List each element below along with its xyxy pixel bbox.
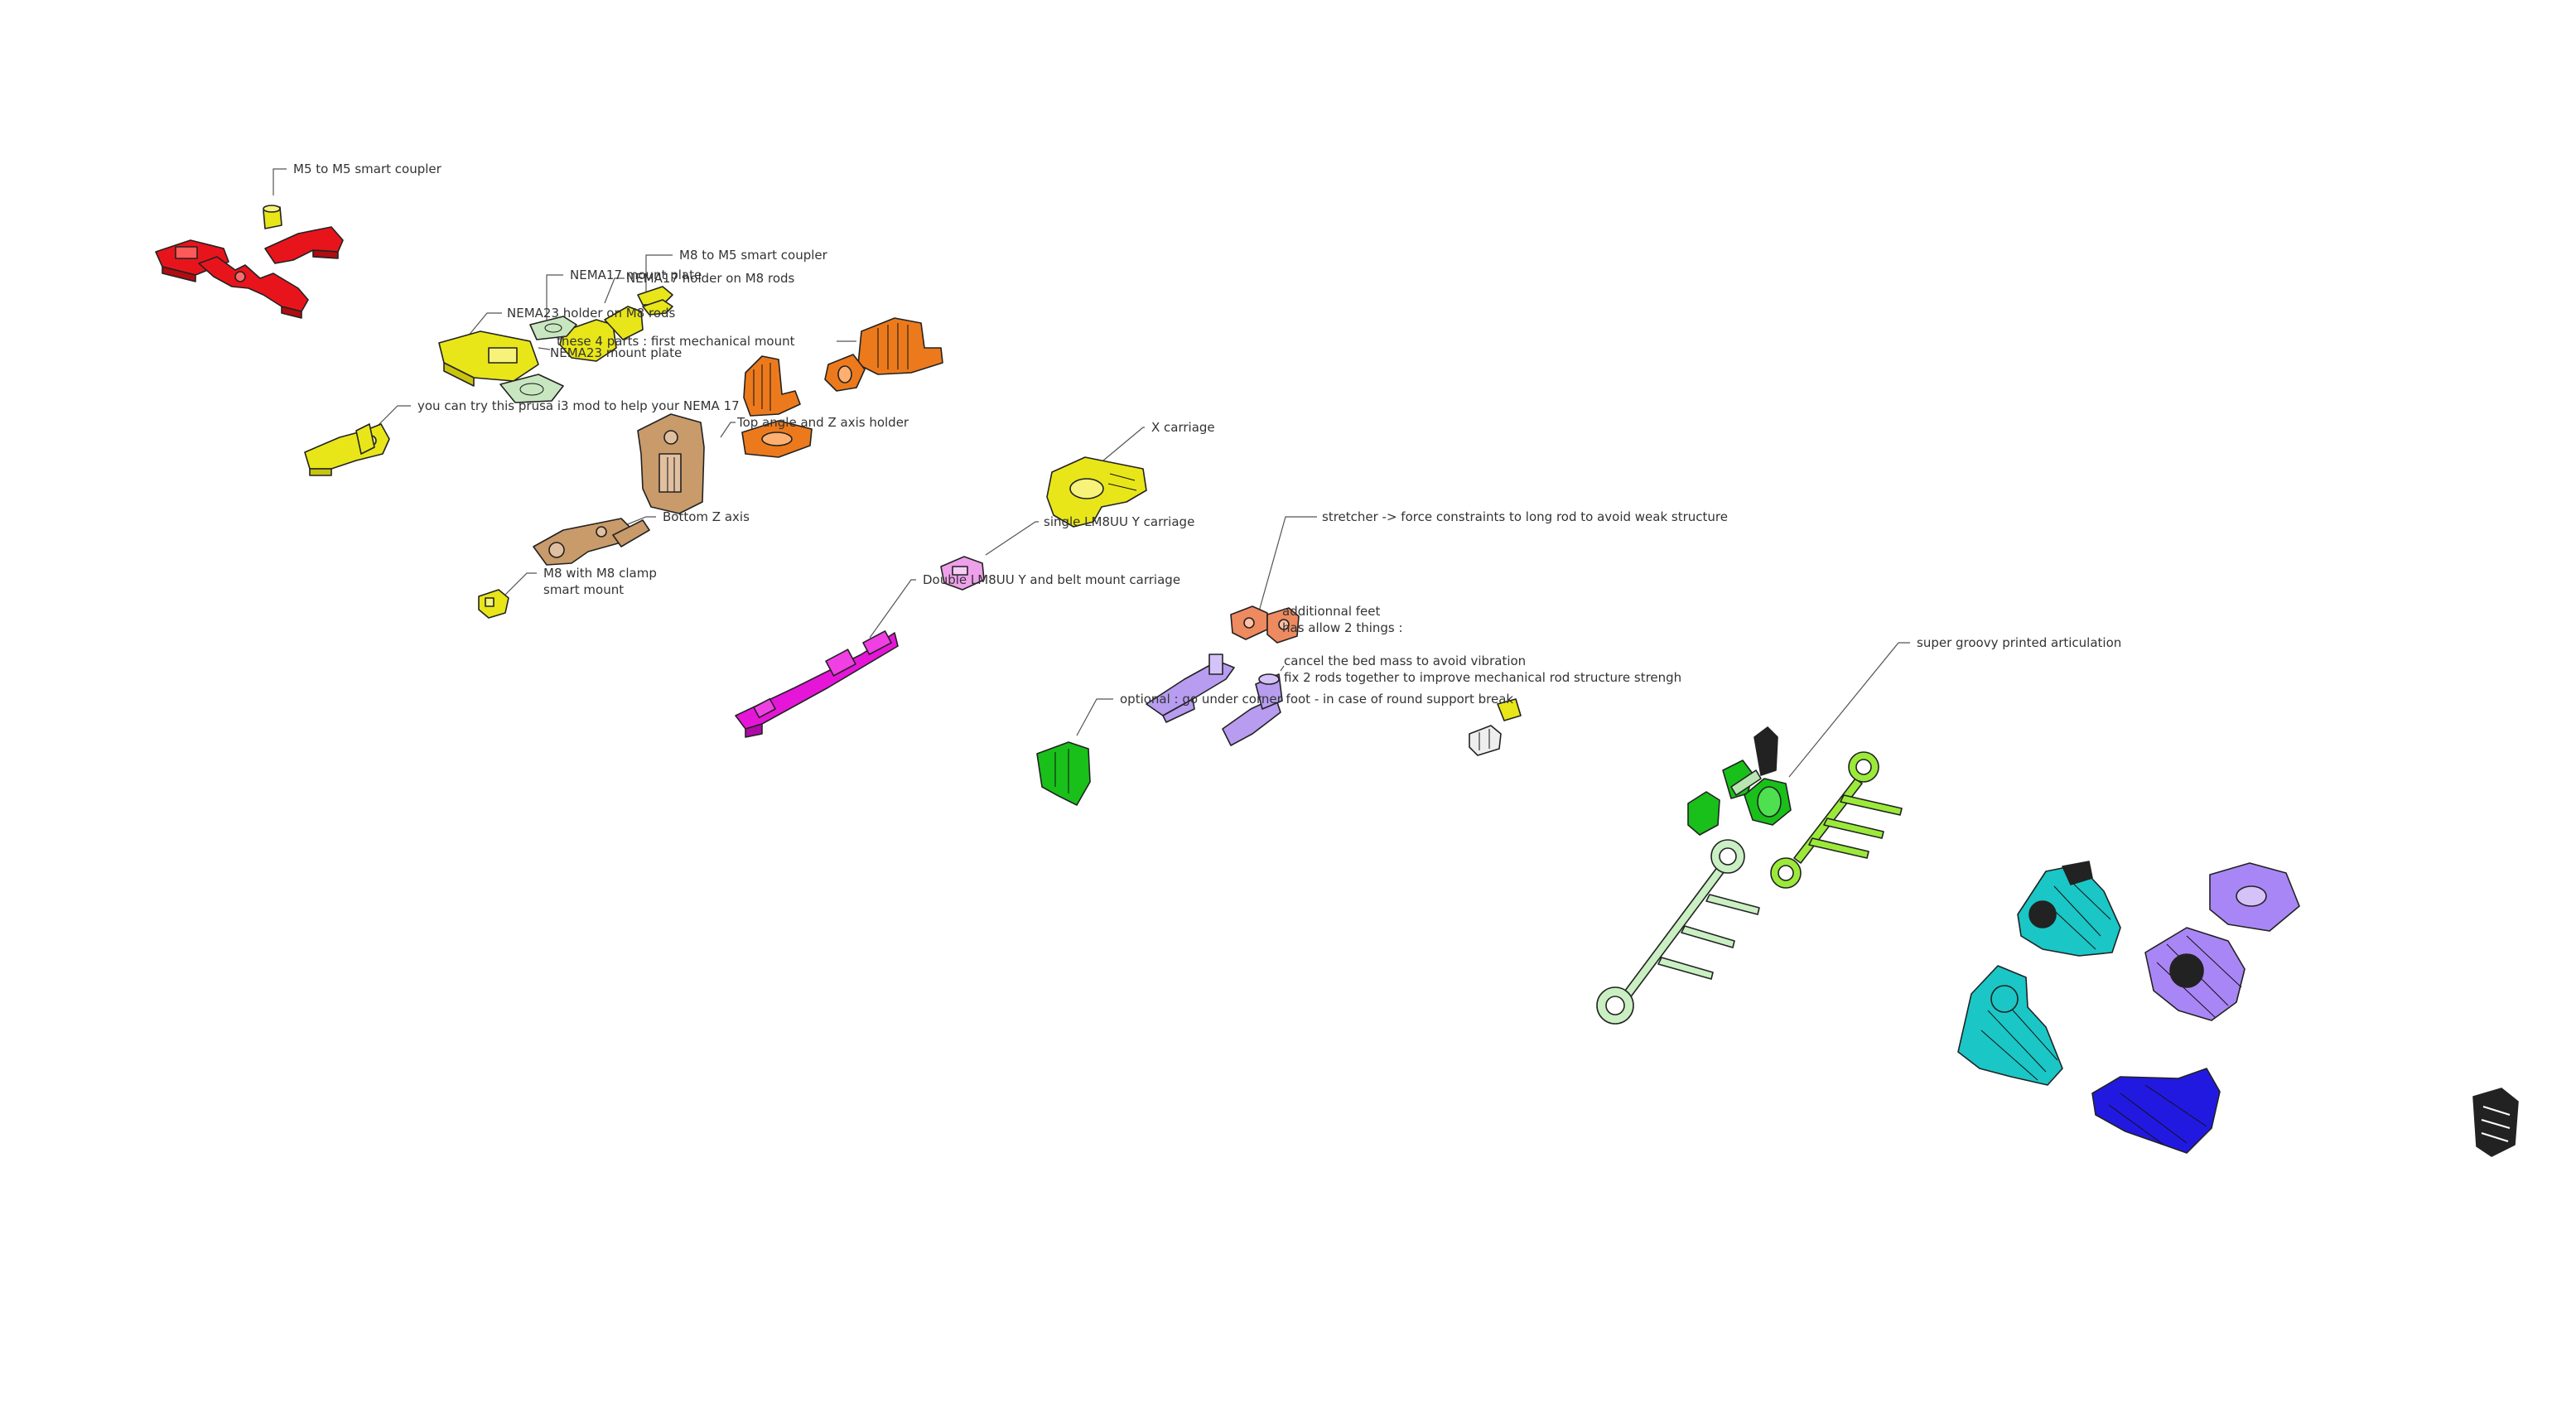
red-parts — [155, 226, 344, 319]
label-m8-coupler: M8 to M5 smart coupler — [679, 248, 827, 263]
teal-shell-bottom — [1957, 965, 2063, 1086]
lavender-parts — [1146, 654, 1283, 746]
label-cancel-mass: cancel the bed mass to avoid vibration — [1284, 654, 1527, 668]
orange-parts — [741, 317, 943, 458]
label-single-lm8uu: single LM8UU Y carriage — [1044, 514, 1195, 529]
label-feet-line2: has allow 2 things : — [1282, 620, 1403, 635]
violet-shell — [2144, 862, 2300, 1021]
label-fix-rods: fix 2 rods together to improve mechanica… — [1284, 670, 1682, 685]
label-x-carriage: X carriage — [1151, 420, 1215, 435]
label-top-angle: Top angle and Z axis holder — [737, 415, 909, 430]
clamp-mount-part — [478, 589, 509, 619]
pale-green-plates — [499, 316, 577, 403]
magenta-carriage — [735, 630, 899, 738]
label-optional: optional : go under corner foot - in cas… — [1120, 692, 1514, 707]
label-additional-feet: additionnal feet has allow 2 things : — [1282, 603, 1403, 636]
mint-wrench — [1596, 839, 1760, 1025]
tan-parts — [533, 413, 705, 566]
x-carriage-part — [1046, 456, 1147, 528]
label-nema17-holder: NEMA17 holder on M8 rods — [626, 271, 795, 286]
pink-carriage — [940, 556, 985, 591]
yellow-nema-parts — [304, 286, 673, 476]
label-clamp-line2: smart mount — [543, 582, 625, 597]
label-clamp-mount: M8 with M8 clamp smart mount — [543, 565, 657, 598]
black-clip — [2472, 1088, 2519, 1157]
lime-wrench — [1770, 751, 1903, 889]
label-m5-coupler: M5 to M5 smart coupler — [293, 162, 441, 176]
label-articulation: super groovy printed articulation — [1917, 635, 2122, 650]
green-articulation — [1687, 726, 1792, 836]
blue-shell — [2091, 1068, 2221, 1154]
m5-coupler-part — [263, 205, 282, 229]
grey-clip-parts — [1469, 698, 1522, 756]
teal-shell-top — [2017, 861, 2121, 957]
label-clamp-line1: M8 with M8 clamp — [543, 566, 657, 581]
label-double-lm8uu: Double LM8UU Y and belt mount carriage — [923, 572, 1181, 587]
green-support-part — [1036, 741, 1091, 806]
label-four-parts: these 4 parts : first mechanical mount — [557, 334, 795, 349]
label-prusa-mod: you can try this prusa i3 mod to help yo… — [417, 398, 740, 413]
label-bottom-z: Bottom Z axis — [663, 509, 750, 524]
label-nema23-plate: NEMA23 mount plate — [550, 345, 683, 360]
label-feet-line1: additionnal feet — [1282, 604, 1381, 619]
salmon-feet — [1230, 605, 1300, 644]
label-stretcher: stretcher -> force constraints to long r… — [1322, 509, 1728, 524]
label-nema17-plate: NEMA17 mount plate — [570, 268, 702, 282]
label-nema23-holder: NEMA23 holder on M8 rods — [507, 306, 676, 321]
